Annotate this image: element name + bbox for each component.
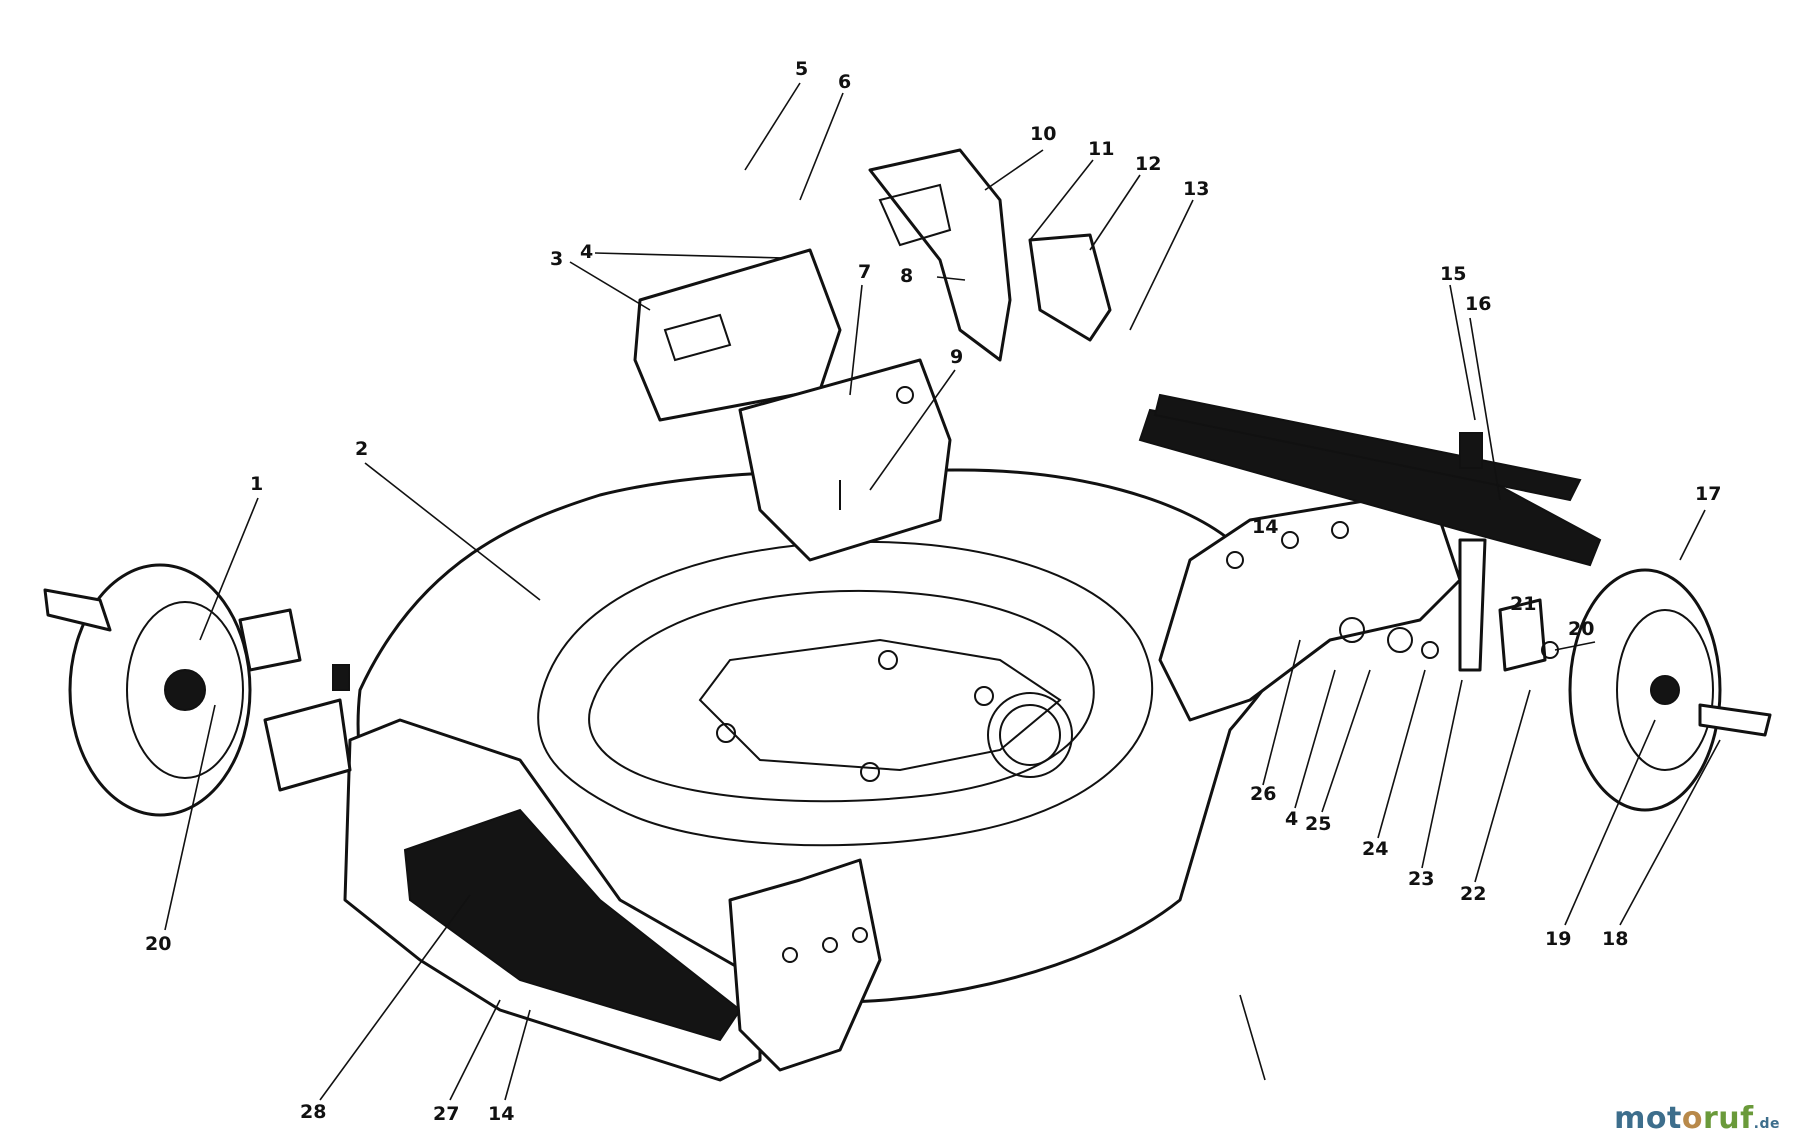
label-12: 12 xyxy=(1135,153,1161,175)
label-21: 21 xyxy=(1510,593,1536,615)
watermark-part-3: ruf xyxy=(1702,1101,1754,1136)
label-15: 15 xyxy=(1440,263,1466,285)
left-wheel xyxy=(43,563,352,817)
front-height-bracket xyxy=(728,858,882,1072)
right-wheel xyxy=(1498,568,1772,812)
label-25: 25 xyxy=(1305,813,1331,835)
label-7: 7 xyxy=(858,261,871,283)
leader-lines xyxy=(199,82,1721,1081)
rear-height-bracket xyxy=(1158,498,1462,722)
label-26: 26 xyxy=(1250,783,1276,805)
label-17: 17 xyxy=(1695,483,1721,505)
label-14-second: 14 xyxy=(488,1103,514,1125)
label-24: 24 xyxy=(1362,838,1388,860)
label-4-second: 4 xyxy=(1285,808,1298,830)
label-27: 27 xyxy=(433,1103,459,1125)
label-9: 9 xyxy=(950,346,963,368)
label-13: 13 xyxy=(1183,178,1209,200)
label-22: 22 xyxy=(1460,883,1486,905)
label-8: 8 xyxy=(900,265,913,287)
label-3: 3 xyxy=(550,248,563,270)
label-18: 18 xyxy=(1602,928,1628,950)
front-deflector-plate xyxy=(343,718,762,1082)
label-1: 1 xyxy=(250,473,263,495)
label-23: 23 xyxy=(1408,868,1434,890)
label-20: 20 xyxy=(1568,618,1594,640)
right-height-adjuster xyxy=(1339,538,1559,672)
label-4: 4 xyxy=(580,241,593,263)
watermark-part-2: o xyxy=(1681,1101,1703,1136)
label-11: 11 xyxy=(1088,138,1114,160)
leader-lines-bottom xyxy=(164,639,1531,1101)
label-10: 10 xyxy=(1030,123,1056,145)
label-6: 6 xyxy=(838,71,851,93)
label-14: 14 xyxy=(1252,516,1278,538)
rear-baffle-bar xyxy=(1138,393,1602,567)
discharge-chute-assembly xyxy=(633,248,952,562)
label-19: 19 xyxy=(1545,928,1571,950)
label-5: 5 xyxy=(795,58,808,80)
watermark-logo: motoruf.de xyxy=(1614,1101,1780,1136)
part-labels: 1 2 3 4 5 6 7 8 9 10 11 12 13 14 15 16 1… xyxy=(145,58,1721,1125)
label-2: 2 xyxy=(355,438,368,460)
label-28: 28 xyxy=(300,1101,326,1123)
chute-door-hinge xyxy=(868,148,1112,362)
label-20-second: 20 xyxy=(145,933,171,955)
label-16: 16 xyxy=(1465,293,1491,315)
watermark-part-1: mot xyxy=(1614,1101,1682,1136)
watermark-part-4: .de xyxy=(1753,1116,1780,1132)
